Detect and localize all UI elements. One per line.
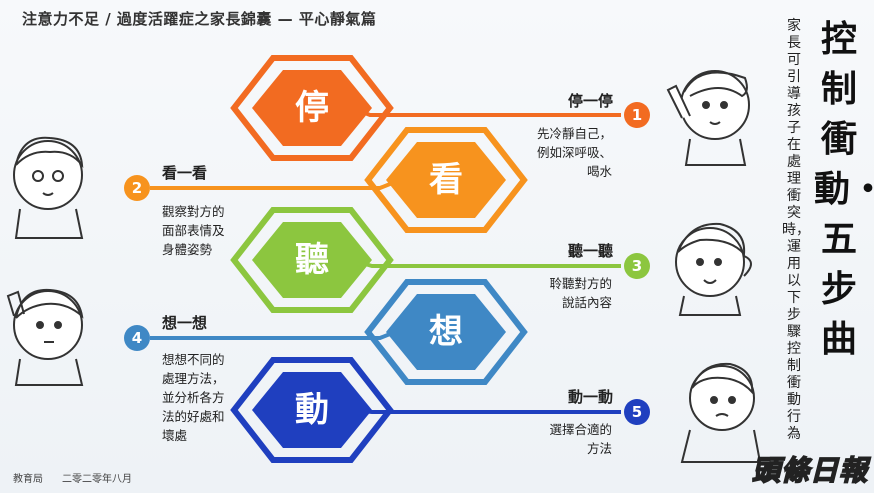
- watermark-logo: 頭條日報: [751, 453, 868, 488]
- step-5-char: 動: [295, 390, 329, 430]
- hexagon-stop: [230, 55, 394, 161]
- step-4-title: 想一想: [162, 314, 208, 332]
- footer-org: 教育局: [13, 474, 43, 485]
- step-4-badge: 4: [124, 325, 150, 351]
- side-title: 控制衝動・五步曲: [814, 18, 874, 360]
- step-4-char: 想: [429, 312, 463, 352]
- step-3-title: 聽一聽: [567, 242, 613, 260]
- step-2-desc: 觀察對方的 面部表情及 身體姿勢: [162, 204, 225, 257]
- step-1-desc: 先冷靜自己， 例如深呼吸、 喝水: [536, 126, 612, 179]
- side-subtitle: 家長可引導孩子在處理衝突時，運用以下步驟控制衝動行為: [782, 18, 810, 442]
- hexagon-act: [230, 357, 394, 463]
- hexagon-listen: [230, 207, 394, 313]
- child-illustration-1: [666, 70, 750, 166]
- step-5-title: 動一動: [567, 388, 613, 406]
- child-illustration-5: [680, 362, 762, 463]
- step-1-char: 停: [295, 88, 329, 128]
- step-2-char: 看: [429, 160, 463, 200]
- step-3-desc: 聆聽對方的 說話內容: [549, 276, 612, 310]
- step-1-title: 停一停: [567, 92, 613, 110]
- hexagon-think: [364, 279, 528, 385]
- page-title: 注意力不足 / 過度活躍症之家長錦囊 — 平心靜氣篇: [22, 10, 377, 28]
- child-illustration-3: [675, 222, 752, 316]
- hexagon-look: [364, 127, 528, 233]
- footer-date: 二零二零年八月: [62, 474, 132, 485]
- child-illustration-4: [6, 288, 84, 386]
- step-1-badge: 1: [624, 102, 650, 128]
- step-3-badge: 3: [624, 253, 650, 279]
- step-2-badge: 2: [124, 175, 150, 201]
- step-3-char: 聽: [295, 240, 329, 280]
- step-5-desc: 選擇合適的 方法: [549, 422, 612, 456]
- step-2-title: 看一看: [162, 164, 208, 182]
- step-4-desc: 想想不同的 處理方法， 並分析各方 法的好處和 壞處: [162, 352, 225, 443]
- step-5-badge: 5: [624, 399, 650, 425]
- child-illustration-2: [13, 136, 84, 239]
